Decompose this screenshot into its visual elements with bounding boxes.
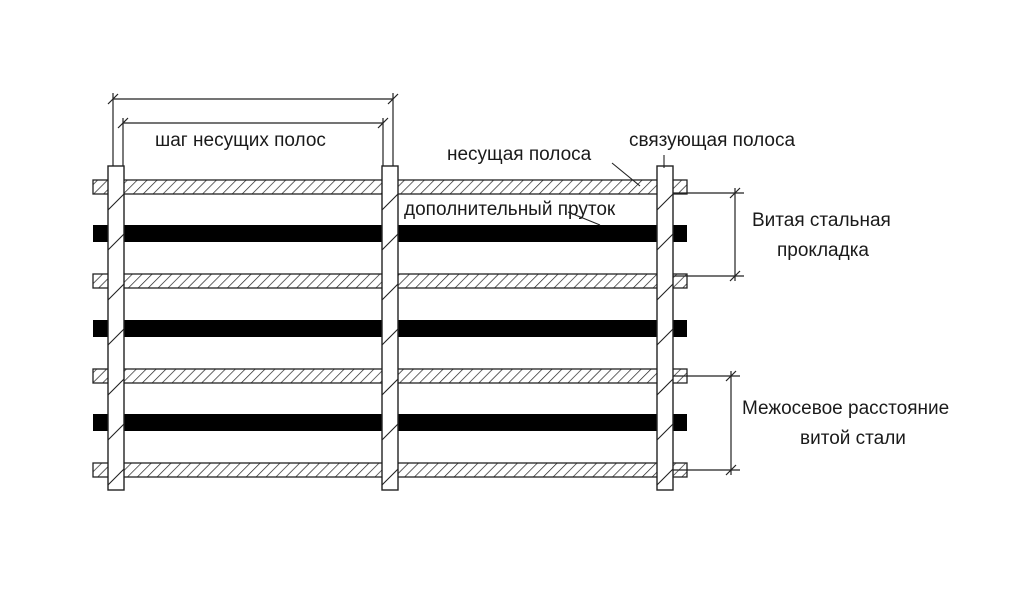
cross-bar-3 [656, 165, 674, 491]
bearing-pitch-label: шаг несущих полос [155, 130, 326, 151]
center-distance-label-2: витой стали [800, 428, 906, 449]
extra-rod-label: дополнительный пруток [404, 199, 616, 220]
bearing-bar-label: несущая полоса [447, 144, 592, 165]
twisted-spacer-label-1: Витая стальная [752, 210, 891, 231]
center-distance-label-1: Межосевое расстояние [742, 398, 949, 419]
cross-bar-1 [107, 165, 125, 491]
cross-bar-label: связующая полоса [629, 130, 795, 151]
center-distance-dimension [673, 370, 740, 476]
cross-bars [107, 165, 674, 491]
leader-lines [567, 155, 665, 226]
bearing-bar-leader [611, 162, 641, 187]
twisted-spacer-label-2: прокладка [777, 240, 869, 261]
cross-bar-2 [381, 165, 399, 491]
extra-rod-leader [567, 211, 601, 226]
spacer-dimension [673, 187, 744, 282]
pitch-dimension [107, 93, 399, 166]
